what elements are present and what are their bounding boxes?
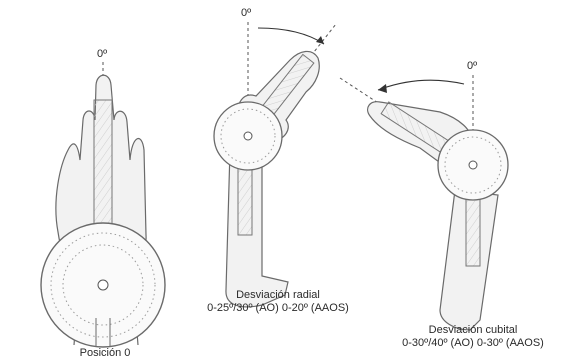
radial-caption: Desviación radial 0-25º/30º (AO) 0-20º (… [188,289,368,315]
neutral-caption: Posición 0 [60,347,150,360]
radial-angle-arc [258,28,324,44]
radial-deviation-panel [214,22,336,307]
neutral-zero-label: 0º [97,48,107,60]
neutral-caption-line: Posición 0 [60,347,150,360]
ulnar-zero-label: 0º [467,60,477,72]
ulnar-angle-arc [378,80,464,90]
radial-caption-title: Desviación radial [188,289,368,302]
ulnar-caption-range: 0-30º/40º (AO) 0-30º (AAOS) [380,337,566,350]
neutral-hand-panel [41,62,165,347]
ulnar-caption: Desviación cubital 0-30º/40º (AO) 0-30º … [380,324,566,350]
radial-zero-label: 0º [241,7,251,19]
ulnar-caption-title: Desviación cubital [380,324,566,337]
radial-caption-range: 0-25º/30º (AO) 0-20º (AAOS) [188,302,368,315]
radial-forearm-shape [226,150,288,307]
